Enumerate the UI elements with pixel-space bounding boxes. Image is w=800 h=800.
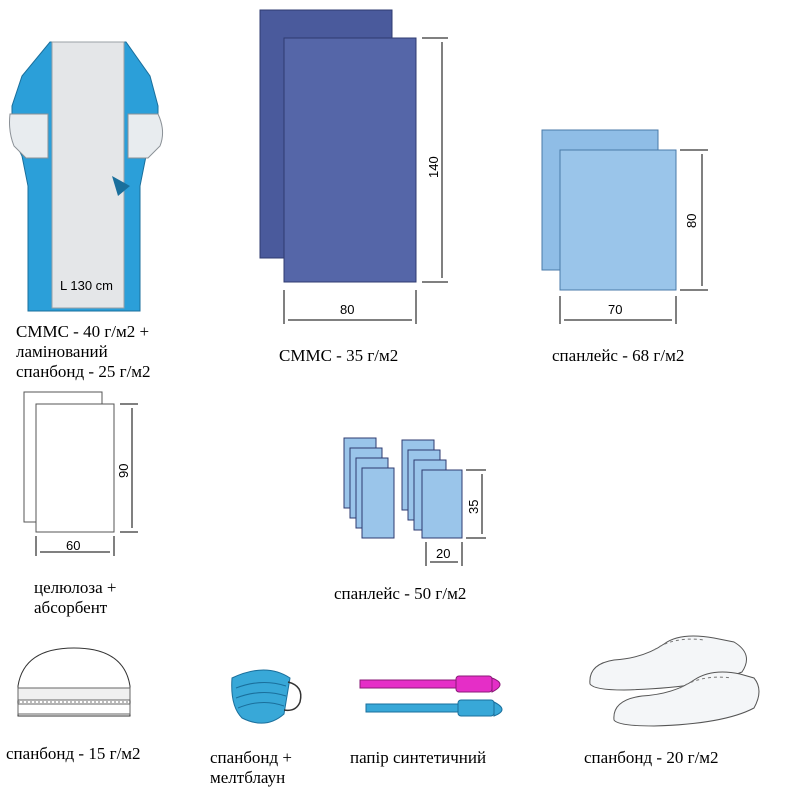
caption-line: спанлейс - 68 г/м2 [552,346,685,365]
caption-line: ламінований [16,342,108,361]
mask-caption: спанбонд + мелтблаун [210,748,292,788]
caption-line: целюлоза + [34,578,117,597]
caption-line: спанбонд + [210,748,293,767]
caption-line: СММС - 40 г/м2 + [16,322,150,341]
caption-line: спанбонд - 25 г/м2 [16,362,151,381]
gown-length-label: L 130 cm [60,278,113,293]
bracelet-caption: папір синтетичний [350,748,486,768]
light-drape-height-label: 80 [684,214,699,228]
napkin-height-label: 35 [466,500,481,514]
face-mask-illustration [231,669,302,724]
caption-line: абсорбент [34,598,108,617]
dark-drape-illustration: 140 80 [259,9,448,324]
dark-drape-caption: СММС - 35 г/м2 [279,346,398,366]
absorbent-caption: целюлоза + абсорбент [34,578,117,618]
absorbent-width-label: 60 [66,538,80,553]
absorbent-height-label: 90 [116,464,131,478]
caption-line: спанбонд - 20 г/м2 [584,748,719,767]
light-drape-illustration: 80 70 [541,129,708,324]
caption-line: СММС - 35 г/м2 [279,346,399,365]
gown-caption: СММС - 40 г/м2 + ламінований спанбонд - … [16,322,151,382]
napkin-caption: спанлейс - 50 г/м2 [334,584,466,604]
bouffant-cap-illustration [17,647,131,717]
drape-width-label: 80 [340,302,354,317]
caption-line: мелтблаун [210,768,286,787]
cap-caption: спанбонд - 15 г/м2 [6,744,141,764]
surgical-gown-illustration: L 130 cm [9,41,164,312]
drape-height-label: 140 [426,156,441,178]
id-bracelets-illustration [359,675,503,717]
shoe-covers-illustration [589,635,760,727]
napkin-width-label: 20 [436,546,450,561]
light-drape-width-label: 70 [608,302,622,317]
caption-line: папір синтетичний [350,748,487,767]
shoe-covers-caption: спанбонд - 20 г/м2 [584,748,719,768]
napkin-stacks-illustration: 35 20 [343,437,486,566]
caption-line: спанбонд - 15 г/м2 [6,744,141,763]
absorbent-sheet-illustration: 90 60 [23,391,138,556]
light-drape-caption: спанлейс - 68 г/м2 [552,346,684,366]
caption-line: спанлейс - 50 г/м2 [334,584,467,603]
